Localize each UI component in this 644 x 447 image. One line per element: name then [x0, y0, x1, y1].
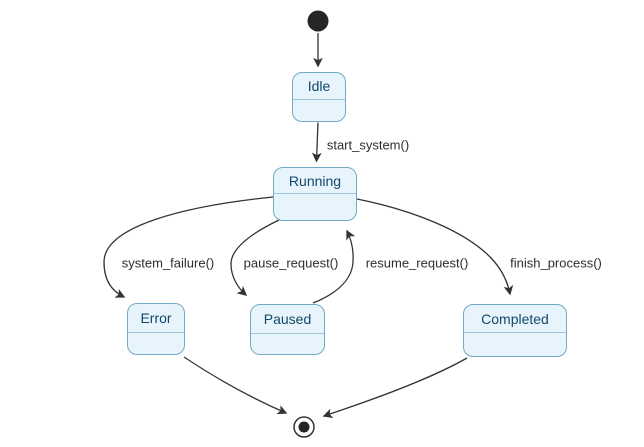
- transition-running-to-paused: [230, 219, 280, 296]
- state-running-title: Running: [274, 168, 356, 194]
- transition-running-to-error: [103, 196, 274, 298]
- transition-label-resume-request: resume_request(): [363, 255, 471, 271]
- state-completed: Completed: [463, 304, 567, 357]
- transition-label-finish-process: finish_process(): [508, 255, 604, 271]
- initial-state-node: [307, 10, 329, 32]
- state-running: Running: [273, 167, 357, 221]
- transition-error-to-final: [183, 356, 288, 415]
- transition-label-pause-request: pause_request(): [241, 255, 341, 271]
- state-paused-title: Paused: [251, 305, 324, 334]
- transition-running-to-completed: [356, 198, 514, 296]
- state-completed-title: Completed: [464, 305, 566, 333]
- state-idle-title: Idle: [293, 73, 345, 100]
- state-error: Error: [127, 303, 185, 355]
- state-paused: Paused: [250, 304, 325, 355]
- transition-idle-to-running: [311, 122, 322, 163]
- state-idle: Idle: [292, 72, 346, 122]
- transition-completed-to-final: [322, 357, 468, 419]
- transition-label-start-system: start_system(): [324, 137, 412, 153]
- transition-paused-to-running: [312, 229, 356, 304]
- final-state-node: [298, 421, 310, 433]
- state-error-title: Error: [128, 304, 184, 333]
- transition-label-system-failure: system_failure(): [119, 255, 217, 271]
